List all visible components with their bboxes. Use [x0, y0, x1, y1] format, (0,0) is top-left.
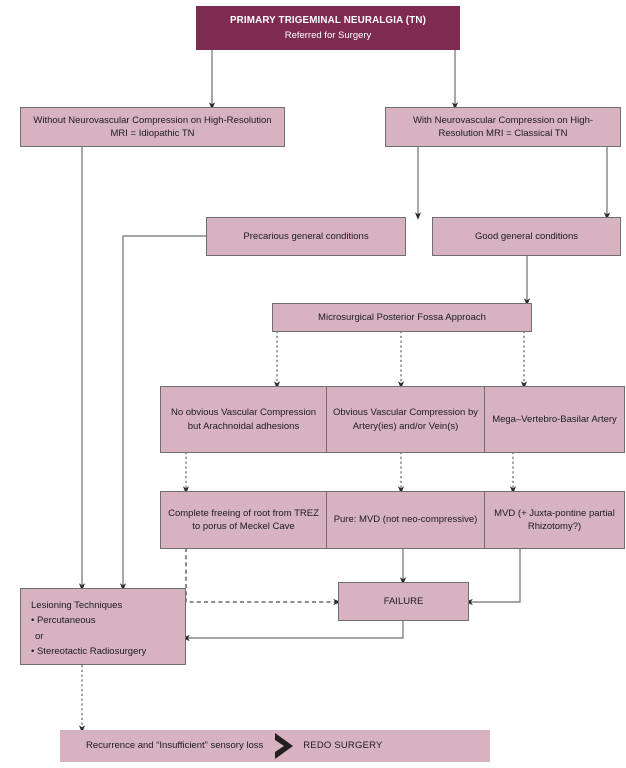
subtitle-text: Referred for Surgery: [284, 29, 372, 41]
procedures-row: Complete freeing of root from TREZ to po…: [160, 491, 625, 549]
finding-cell-3: Mega–Vertebro-Basilar Artery: [484, 387, 624, 452]
procedure-cell-3: MVD (+ Juxta-pontine partial Rhizotomy?): [484, 492, 624, 548]
bottom-bar-right-text: REDO SURGERY: [303, 740, 383, 752]
node-failure: FAILURE: [338, 582, 469, 621]
title-text: PRIMARY TRIGEMINAL NEURALGIA (TN): [230, 14, 426, 26]
lesioning-option-one: • Percutaneous: [31, 615, 96, 627]
chevron-right-icon: [273, 731, 297, 761]
connector-failure-to-lesioning: [182, 621, 404, 642]
findings-row: No obvious Vascular Compression but Arac…: [160, 386, 625, 453]
finding-cell-2: Obvious Vascular Compression by Artery(i…: [326, 387, 484, 452]
node-precarious-conditions: Precarious general conditions: [206, 217, 406, 256]
procedure-cell-1: Complete freeing of root from TREZ to po…: [168, 507, 319, 532]
finding-cell-1: No obvious Vascular Compression but Arac…: [170, 407, 317, 432]
lesioning-option-two: • Stereotactic Radiosurgery: [31, 646, 147, 658]
connector-procedure-3-to-failure: [465, 548, 521, 606]
bottom-bar-left-text: Recurrence and “Insufficient” sensory lo…: [86, 740, 264, 752]
node-classical-tn: With Neurovascular Compression on High-R…: [385, 107, 621, 147]
node-good-conditions: Good general conditions: [432, 217, 621, 256]
node-lesioning-techniques: Lesioning Techniques • Percutaneous or •…: [20, 588, 186, 665]
lesioning-conjunction: or: [35, 630, 44, 642]
node-microsurgical-approach: Microsurgical Posterior Fossa Approach: [272, 303, 532, 332]
lesioning-heading: Lesioning Techniques: [31, 600, 123, 611]
procedure-cell-2: Pure: MVD (not neo-compressive): [326, 492, 484, 548]
bottom-bar: Recurrence and “Insufficient” sensory lo…: [60, 730, 490, 762]
connector-procedure-1-to-failure: [185, 548, 341, 606]
title-box: PRIMARY TRIGEMINAL NEURALGIA (TN) Referr…: [196, 6, 460, 50]
node-idiopathic-tn: Without Neurovascular Compression on Hig…: [20, 107, 285, 147]
